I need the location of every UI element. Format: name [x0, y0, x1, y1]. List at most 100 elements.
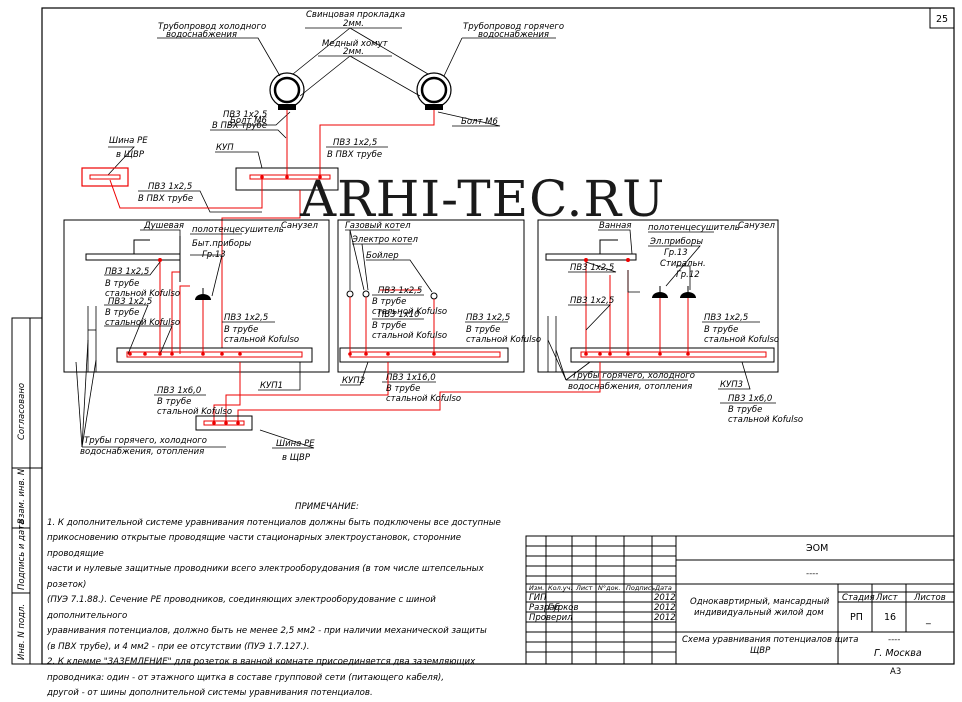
gas-boiler-terminal: [346, 290, 354, 298]
stamp-object-1: Однокавртирный, мансардный: [690, 597, 830, 607]
steel-a-2: В трубе: [105, 279, 139, 289]
steel-b-2: В трубе: [105, 308, 139, 318]
pv3-1-b: В ПВХ трубе: [212, 121, 267, 131]
pe-top-1: Шина РЕ: [109, 136, 148, 146]
kup-bar: [249, 174, 331, 180]
wires-top: [109, 110, 435, 348]
steel-d-3: стальной Kofulso: [372, 307, 447, 317]
wires-room1: [159, 260, 204, 354]
pipes-right-1: Трубы горячего, холодного: [572, 371, 695, 381]
kup3-label: КУП3: [720, 380, 743, 390]
pe-bottom-2: в ЩВР: [282, 453, 311, 463]
pe-top-2: в ЩВР: [116, 150, 145, 160]
note-line: 2. К клемме "ЗАЗЕМЛЕНИЕ" для розеток в в…: [47, 657, 476, 667]
stamp-date-2: 2012: [654, 613, 676, 623]
bolt-right: Болт М6: [461, 117, 498, 127]
pe-bus-bottom: [203, 420, 245, 426]
steel-d-1: ПВ3 1х2,5: [378, 286, 422, 296]
stamp-sheets-label: Листов: [913, 593, 946, 603]
pipe-cold-2: водоснабжения: [166, 30, 237, 40]
stamp-role-2: Проверил: [529, 613, 573, 623]
copper-clamp-2: 2мм.: [343, 47, 364, 57]
steel-f-2: В трубе: [466, 325, 500, 335]
pv3-r1: ПВ3 1х2,5: [570, 263, 614, 273]
stamp-role-1: Разраб: [529, 603, 560, 613]
sheet-number: 25: [936, 14, 948, 25]
lead-pad-1: Свинцовая прокладка: [306, 10, 405, 20]
kup2-cable-2: В трубе: [386, 384, 420, 394]
steel-g-2: В трубе: [704, 325, 738, 335]
pipe-hot-1: Трубопровод горячего: [463, 22, 564, 32]
note-line: прикосновению открытые проводящие части …: [47, 533, 461, 559]
kup2-bar-box: [339, 347, 509, 363]
socket-2: [652, 286, 668, 298]
notes-block: ПРИМЕЧАНИЕ: 1. К дополнительной системе …: [47, 500, 517, 702]
note-line: (ПУЭ 7.1.88.). Сечение РЕ проводников, с…: [47, 595, 436, 621]
side-strips: [11, 317, 43, 665]
kup3-bar-box: [570, 347, 775, 363]
steel-b-3: стальной Kofulso: [105, 318, 180, 328]
steel-b-1: ПВ3 1х2,5: [108, 297, 152, 307]
steel-f-3: стальной Kofulso: [466, 335, 541, 345]
cold-pipe-clamp: [269, 72, 305, 110]
equipotential-scheme: 25 Согласовано Взам. инв. N Подпись и да…: [11, 7, 955, 677]
stamp-date-1: 2012: [654, 603, 676, 613]
note-line: части и нулевые защитные проводники всег…: [47, 564, 484, 590]
stamp-org-dash: ----: [888, 635, 900, 645]
leaders-bottom: [75, 339, 776, 449]
note-line: (в ПВХ трубе), и 4 мм2 - при ее отсутств…: [47, 641, 310, 652]
pe-bus-bottom-box: [195, 415, 253, 431]
kup1-cable-2: В трубе: [157, 397, 191, 407]
stamp-h0: Изм.: [529, 584, 544, 592]
steel-g-3: стальной Kofulso: [704, 335, 779, 345]
sheet-number-box: [929, 7, 955, 29]
pv3-3-b: В ПВХ трубе: [138, 194, 193, 204]
steel-c-1: ПВ3 1х2,5: [224, 313, 268, 323]
washer-b: Гр.12: [676, 270, 700, 280]
leaders-top: [107, 27, 556, 213]
socket-1: [195, 288, 211, 300]
kup1-label: КУП1: [260, 381, 283, 391]
kup1-cable-1: ПВ3 1х6,0: [157, 386, 201, 396]
shower-fixture: [85, 239, 181, 261]
stamp-sheets: _: [925, 614, 931, 625]
kup3-cable-3: стальной Kofulso: [728, 415, 803, 425]
el-boiler-label: Электро котел: [351, 235, 418, 245]
room3-label: Санузел: [738, 221, 775, 231]
pv3-1-a: ПВ3 1х2,5: [223, 110, 267, 120]
steel-a-3: стальной Kofulso: [105, 289, 180, 299]
steel-e-3: стальной Kofulso: [372, 331, 447, 341]
copper-clamp-1: Медный хомут: [322, 39, 389, 49]
pipe-cold-1: Трубопровод холодного: [158, 22, 266, 32]
stamp-h2: Лист: [575, 584, 593, 592]
bath-label: Ванная: [599, 221, 631, 231]
stamp-city: Г. Москва: [874, 648, 922, 659]
stamp-role-0: ГИП: [529, 593, 547, 603]
pv3-2-b: В ПВХ трубе: [327, 150, 382, 160]
bolt-left: Болт М6: [230, 116, 267, 126]
kup3-cable-1: ПВ3 1х6,0: [728, 394, 772, 404]
pipe-hot-2: водоснабжения: [478, 30, 549, 40]
stamp-name-1: Гурков: [548, 603, 579, 613]
wires-bottom: [213, 362, 601, 422]
appl3-a: Эл.приборы: [649, 237, 703, 247]
stamp-sheet: 16: [884, 612, 896, 623]
note-line: уравнивания потенциалов, должно быть не …: [47, 626, 487, 636]
notes-title: ПРИМЕЧАНИЕ:: [295, 502, 359, 512]
kup: КУП: [216, 143, 234, 153]
hot-pipe-clamp: [416, 72, 452, 110]
steel-e-1: ПВ3 1х10: [378, 310, 420, 320]
stamp-stage-label: Стадия: [842, 593, 875, 603]
leaders-room1: [87, 229, 275, 372]
side-agreed: Согласовано: [17, 383, 27, 440]
stamp-h5: Дата: [654, 584, 672, 592]
lead-pad-2: 2мм.: [343, 19, 364, 29]
el-boiler-terminal: [362, 290, 370, 298]
stamp-date-0: 2012: [654, 593, 676, 603]
note-line: другой - от шины дополнительной системы …: [47, 688, 373, 698]
stamp-h1: Кол.уч.: [548, 584, 573, 592]
stamp-sheet-label: Лист: [875, 593, 899, 603]
appl3-b: Гр.13: [664, 248, 688, 258]
stamp-code: ЭОМ: [806, 543, 828, 554]
pipes-left-1: Трубы горячего, холодного: [84, 436, 207, 446]
